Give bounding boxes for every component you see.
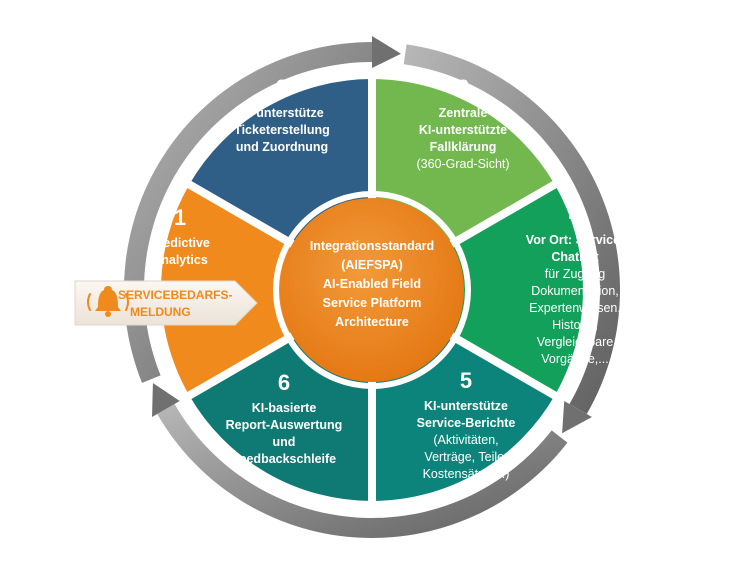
badge-line-2: MELDUNG (130, 305, 191, 319)
segment-3-line-4: (360-Grad-Sicht) (416, 157, 509, 171)
center-line-2: (AIEFSPA) (341, 258, 403, 272)
bell-icon (87, 286, 129, 317)
segment-3-line-3: Fallklärung (430, 140, 497, 154)
segment-4-line-3: für Zugang (545, 267, 606, 281)
ring-arc-1 (403, 44, 620, 415)
segment-4-line-5: Expertenwissen, (529, 301, 621, 315)
outer-cycle-ring (124, 36, 620, 539)
segment-3-line-2: KI-unterstützte (419, 123, 507, 137)
segment-4-line-4: Dokumentation, (531, 284, 619, 298)
segment-5-line-4: Verträge, Teile, (424, 450, 507, 464)
segment-3-line-1: Zentrale (439, 106, 488, 120)
center-circle (280, 198, 464, 382)
segment-6-line-2: Report-Auswertung (226, 418, 343, 432)
segment-6-number: 6 (278, 370, 290, 395)
center-line-3: AI-Enabled Field (323, 277, 421, 291)
badge-line-1: SERVICEBEDARFS- (118, 288, 232, 302)
ring-arrowhead-3 (372, 36, 402, 68)
ring-arrowhead-1 (562, 401, 592, 434)
servicebedarfsmeldung-badge: SERVICEBEDARFS- MELDUNG (74, 280, 258, 326)
segment-1-line-2: Analytics (152, 253, 208, 267)
segment-4-shape (364, 177, 591, 403)
segment-4-line-6: Historie, (552, 318, 598, 332)
segment-1-number: 1 (174, 205, 186, 230)
segment-6-line-3: und (273, 435, 296, 449)
ring-arc-3 (124, 42, 372, 383)
segment-4-line-8: Vorgänge,... (541, 352, 608, 366)
center-line-1: Integrationsstandard (310, 239, 434, 253)
segment-5-line-2: Service-Berichte (417, 416, 516, 430)
segment-1-line-1: Predictive (150, 236, 210, 250)
center-line-4: Service Platform (323, 296, 422, 310)
segment-6-line-4: Feedbackschleife (232, 452, 336, 466)
center-line-5: Architecture (335, 315, 409, 329)
segment-5-number: 5 (460, 368, 472, 393)
center-label: Integrationsstandard (AIEFSPA) AI-Enabled … (310, 239, 434, 329)
segment-5-line-5: Kostensätze,...) (423, 467, 510, 481)
segment-6-line-1: KI-basierte (252, 401, 317, 415)
segment-3-number: 3 (457, 75, 469, 100)
badge-arrow-shape (74, 280, 258, 326)
segment-2-line-3: und Zuordnung (236, 140, 328, 154)
segment-4-line-1: Vor Ort: Service- (526, 233, 624, 247)
segment-4-line-2: Chatbot (551, 250, 599, 264)
segment-2-number: 2 (276, 75, 288, 100)
ring-arc-2 (157, 404, 568, 539)
segment-4-number: 4 (569, 202, 582, 227)
segment-2-line-1: KI unterstütze (240, 106, 323, 120)
segment-2-line-2: Ticketerstellung (234, 123, 330, 137)
segment-4-line-7: Vergleichbare (537, 335, 613, 349)
ring-arrowhead-2 (152, 382, 180, 417)
segment-5-line-3: (Aktivitäten, (433, 433, 498, 447)
segment-5-line-1: KI-unterstütze (424, 399, 508, 413)
